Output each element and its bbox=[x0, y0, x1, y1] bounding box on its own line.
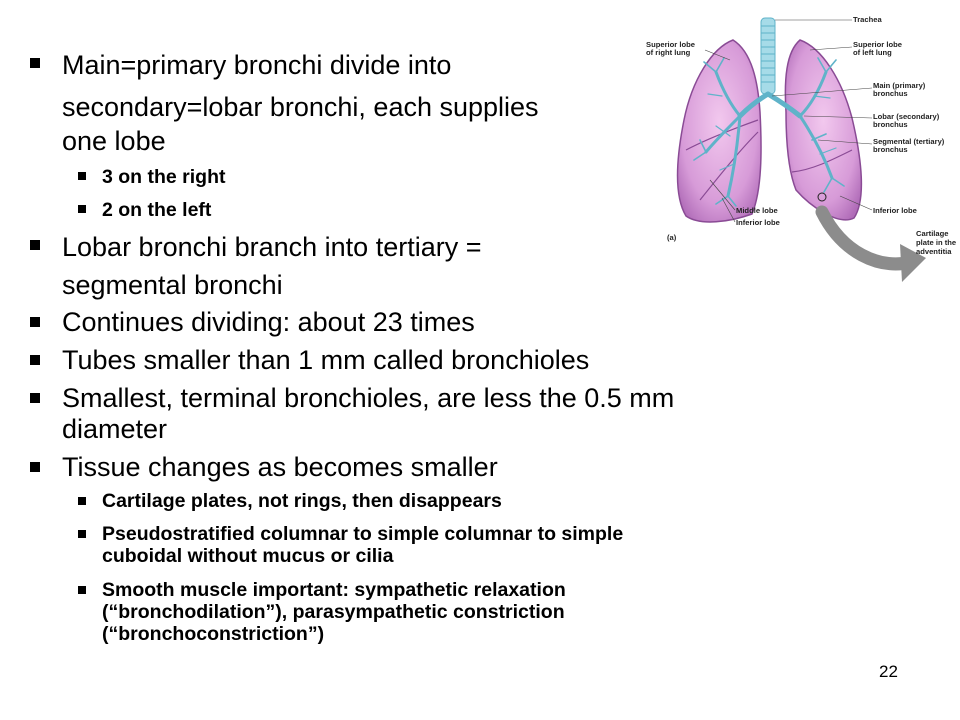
bullet-text: secondary=lobar bronchi, each supplies bbox=[62, 92, 539, 122]
label-superior-lobe-left: of left lung bbox=[853, 48, 892, 57]
label-lobar-bronchus: bronchus bbox=[873, 120, 908, 129]
label-cartilage-plate: adventitia bbox=[916, 247, 952, 256]
label-superior-lobe-right: of right lung bbox=[646, 48, 691, 57]
label-trachea: Trachea bbox=[853, 15, 882, 24]
label-middle-lobe: Middle lobe bbox=[736, 206, 778, 215]
bullet-marker bbox=[30, 240, 40, 250]
bullet-marker bbox=[78, 586, 86, 594]
bullet-marker bbox=[30, 317, 40, 327]
bullet-text: diameter bbox=[62, 414, 168, 444]
bullet-text: Cartilage plates, not rings, then disapp… bbox=[102, 490, 502, 512]
bullet-text: (“bronchoconstriction”) bbox=[102, 623, 325, 645]
bullet-marker bbox=[78, 205, 86, 213]
bullet-text: (“bronchodilation”), parasympathetic con… bbox=[102, 601, 565, 623]
bullet-text: Pseudostratified columnar to simple colu… bbox=[102, 523, 624, 545]
page-number: 22 bbox=[879, 662, 898, 681]
label-cartilage-plate: plate in the bbox=[916, 238, 957, 247]
bullet-text: Tissue changes as becomes smaller bbox=[62, 452, 498, 482]
bullet-text: 2 on the left bbox=[102, 199, 212, 221]
bullet-text: one lobe bbox=[62, 126, 166, 156]
lungs-diagram-icon bbox=[676, 17, 926, 282]
bullet-marker bbox=[30, 393, 40, 403]
bullet-text: segmental bronchi bbox=[62, 270, 283, 300]
bullet-text: cuboidal without mucus or cilia bbox=[102, 545, 394, 567]
bullet-marker bbox=[78, 530, 86, 538]
label-superior-lobe-left: Superior lobe bbox=[853, 40, 902, 49]
bullet-text: Continues dividing: about 23 times bbox=[62, 307, 475, 337]
label-main-bronchus: bronchus bbox=[873, 89, 908, 98]
lungs-figure: Trachea Superior lobe of right lung Supe… bbox=[640, 0, 960, 300]
bullet-marker bbox=[30, 58, 40, 68]
bullet-marker bbox=[78, 497, 86, 505]
label-segmental-bronchus: bronchus bbox=[873, 145, 908, 154]
bullet-marker bbox=[30, 355, 40, 365]
bullet-text: Lobar bronchi branch into tertiary = bbox=[62, 232, 482, 262]
bullet-text: 3 on the right bbox=[102, 166, 226, 188]
bullet-text: Smallest, terminal bronchioles, are less… bbox=[62, 383, 675, 413]
label-cartilage-plate: Cartilage bbox=[916, 229, 949, 238]
figure-panel-label: (a) bbox=[667, 233, 677, 242]
label-main-bronchus: Main (primary) bbox=[873, 81, 926, 90]
bullet-marker bbox=[78, 172, 86, 180]
label-lobar-bronchus: Lobar (secondary) bbox=[873, 112, 940, 121]
bullet-text: Smooth muscle important: sympathetic rel… bbox=[102, 579, 566, 601]
bullet-marker bbox=[30, 462, 40, 472]
label-inferior-lobe-right: Inferior lobe bbox=[736, 218, 780, 227]
label-superior-lobe-right: Superior lobe bbox=[646, 40, 695, 49]
label-inferior-lobe-left: Inferior lobe bbox=[873, 206, 917, 215]
bullet-text: Tubes smaller than 1 mm called bronchiol… bbox=[62, 345, 590, 375]
label-segmental-bronchus: Segmental (tertiary) bbox=[873, 137, 945, 146]
bullet-text: Main=primary bronchi divide into bbox=[62, 50, 452, 80]
